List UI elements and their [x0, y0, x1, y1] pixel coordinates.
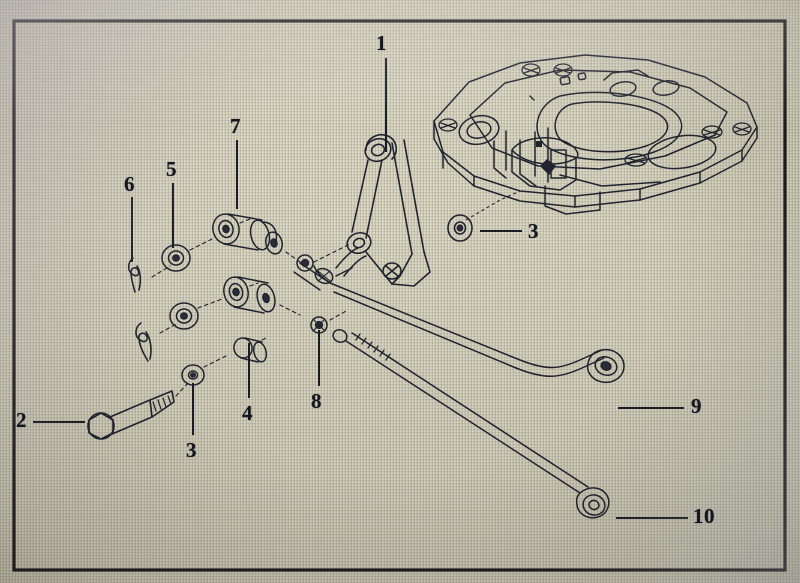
callout-label-2: 2 [16, 408, 27, 432]
flat-washer-upper [447, 214, 473, 242]
nylon-washer-lower [169, 302, 199, 330]
hairpin-clip-lower [135, 322, 152, 362]
throttle-bellcrank-lever [346, 134, 431, 287]
callout-label-6: 6 [124, 172, 135, 196]
callout-label-1: 1 [376, 31, 387, 55]
hairpin-clip-group [127, 257, 152, 362]
pivot-hardware-lower-row [159, 276, 349, 386]
link-connector [293, 247, 367, 291]
callout-label-3-lower: 3 [186, 438, 197, 462]
pivot-shaft-sleeve [212, 213, 283, 255]
hairpin-clip-upper [127, 257, 142, 293]
carburetor-mounting-flange [433, 54, 758, 215]
pivot-bolt [87, 382, 189, 440]
callout-label-4: 4 [242, 401, 253, 425]
pivot-hardware-upper-row [151, 213, 351, 278]
leader-line-3-upper [465, 190, 521, 221]
callout-label-3-upper: 3 [528, 219, 539, 243]
lower-linkage-rod [332, 329, 610, 519]
callout-label-8: 8 [311, 389, 322, 413]
callout-label-7: 7 [230, 114, 241, 138]
diagram-border [12, 19, 787, 572]
upper-linkage-rod [313, 265, 625, 384]
callout-leader-lines [33, 58, 688, 519]
callout-label-5: 5 [166, 157, 177, 181]
callout-label-9: 9 [691, 394, 702, 418]
callout-label-10: 10 [693, 504, 715, 528]
nylon-washer [161, 244, 191, 272]
spacer-sleeve-lower [223, 276, 276, 314]
flat-washer-lower [181, 364, 205, 386]
